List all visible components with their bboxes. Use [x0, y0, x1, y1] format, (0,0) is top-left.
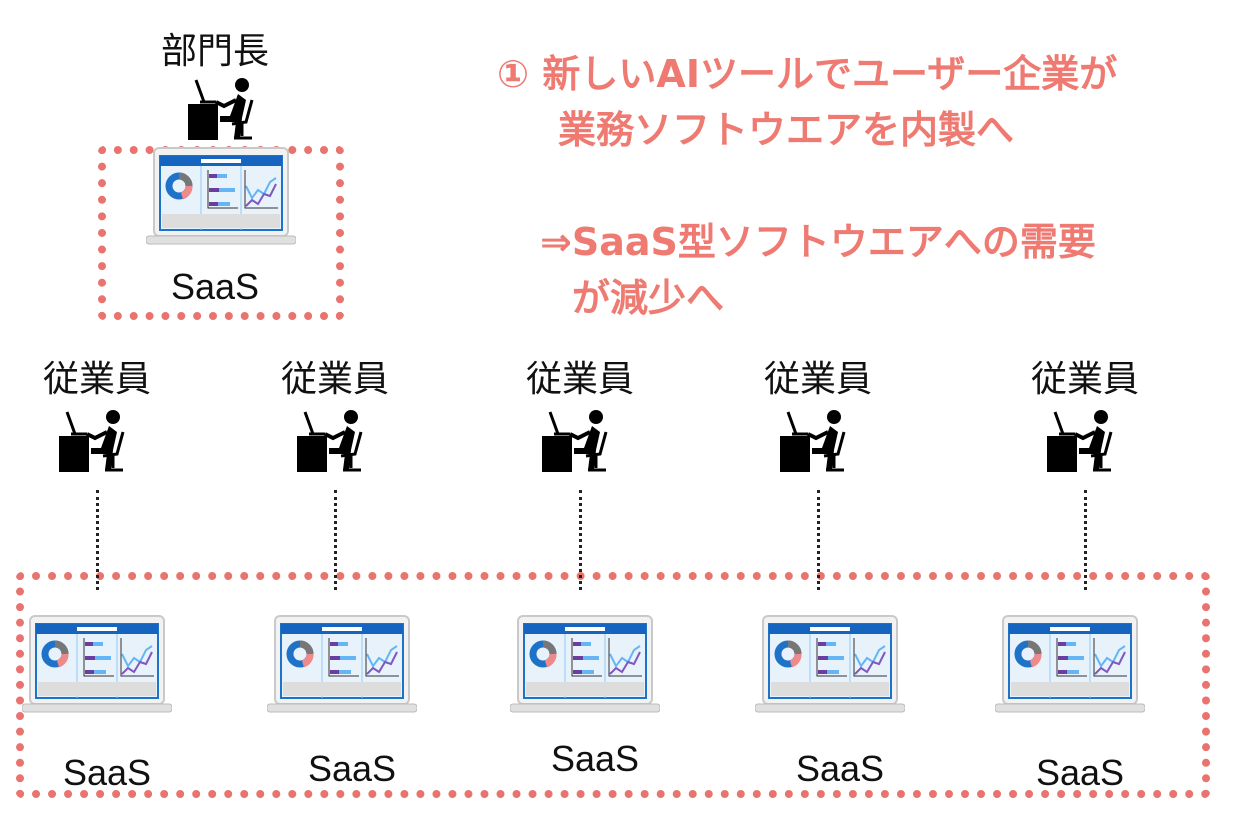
- employee-label: 従業員: [42, 359, 152, 400]
- employee-label: 従業員: [763, 359, 873, 400]
- message-line-4: が減少へ: [572, 276, 725, 320]
- employee-saas-label: SaaS: [307, 748, 397, 789]
- employee-label: 従業員: [280, 359, 390, 400]
- employee-saas-label: SaaS: [1035, 752, 1125, 793]
- laptop-dashboard-icon: [145, 146, 297, 250]
- message-line-3: ⇒SaaS型ソフトウエアへの需要: [540, 220, 1096, 264]
- connector-line: [1084, 490, 1087, 590]
- person-at-desk-icon: [778, 408, 854, 478]
- message-line-2: 業務ソフトウエアを内製へ: [558, 108, 1015, 152]
- employee-saas-label: SaaS: [550, 738, 640, 779]
- person-at-desk-icon: [57, 408, 133, 478]
- employee-label: 従業員: [525, 359, 635, 400]
- connector-line: [817, 490, 820, 590]
- laptop-dashboard-icon: [21, 614, 173, 718]
- person-at-desk-icon: [295, 408, 371, 478]
- employee-label: 従業員: [1030, 359, 1140, 400]
- laptop-dashboard-icon: [754, 614, 906, 718]
- person-at-desk-icon: [186, 76, 262, 146]
- message-line-1: ① 新しいAIツールでユーザー企業が: [497, 52, 1118, 96]
- employee-saas-label: SaaS: [62, 752, 152, 793]
- employee-saas-label: SaaS: [795, 748, 885, 789]
- person-at-desk-icon: [1045, 408, 1121, 478]
- laptop-dashboard-icon: [266, 614, 418, 718]
- manager-label: 部門長: [160, 31, 270, 72]
- laptop-dashboard-icon: [994, 614, 1146, 718]
- person-at-desk-icon: [540, 408, 616, 478]
- connector-line: [96, 490, 99, 590]
- connector-line: [334, 490, 337, 590]
- employees-saas-boundary: [16, 572, 1210, 798]
- connector-line: [579, 490, 582, 590]
- manager-saas-label: SaaS: [170, 266, 260, 307]
- laptop-dashboard-icon: [509, 614, 661, 718]
